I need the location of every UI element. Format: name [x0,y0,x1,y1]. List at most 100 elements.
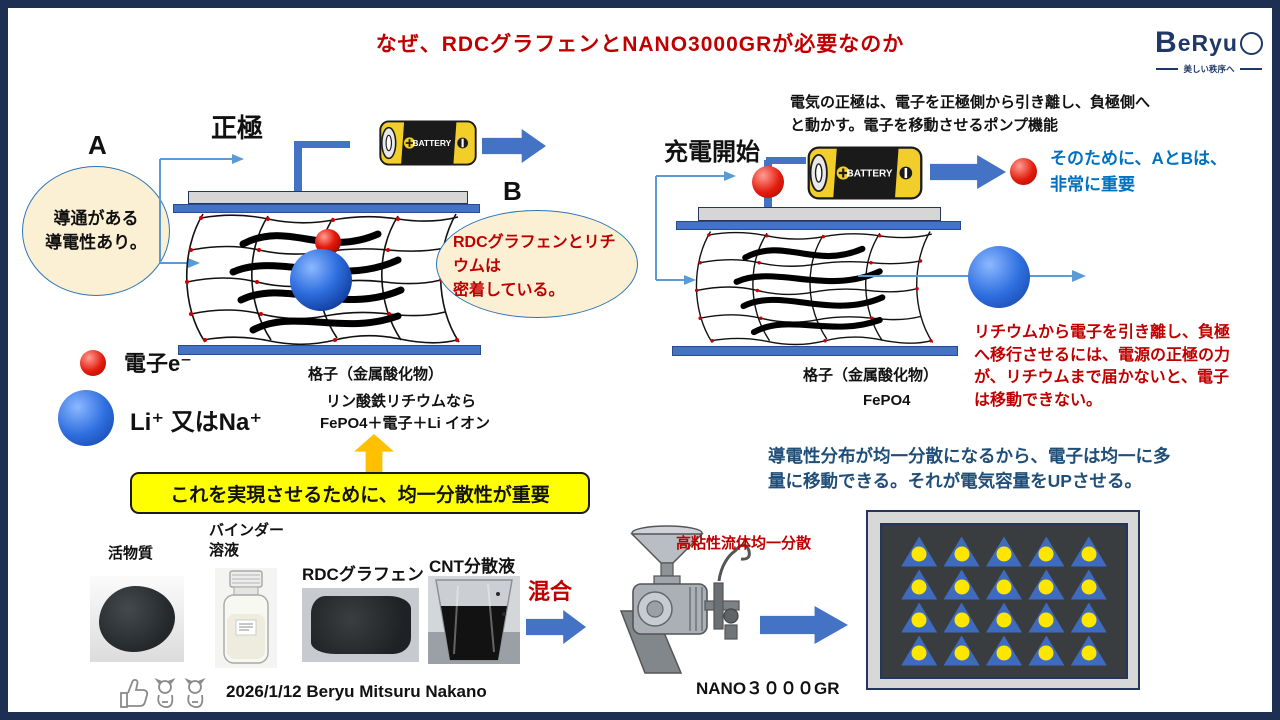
barrier-note: リチウムから電子を引き離し、負極 へ移行させるには、電源の正極の力 が、リチウム… [974,322,1272,413]
label-a: A [88,130,107,160]
wire-right-horizontal [766,157,806,164]
battery-left-label: BATTERY [412,138,451,148]
positive-electrode-label: 正極 [211,113,264,143]
binder-line2: 溶液 [209,542,240,560]
dispersed-particle [901,536,938,567]
battery-icon-right: BATTERY [807,146,923,200]
conclusion-line1: 導電性分布が均一分散になるから、電子は均一に多 [768,446,1171,466]
formula: FePO4＋電子＋Li イオン [320,415,491,432]
formula-intro: リン酸鉄リチウムなら [326,393,477,410]
powder-blob [99,586,175,652]
electrode-plate-bottom-left [178,345,481,355]
page-title: なぜ、RDCグラフェンとNANO3000GRが必要なのか [375,33,905,56]
dispersed-particle [1070,602,1107,633]
machine-name: NANO３０００GR [696,679,840,698]
dispersion-panel [866,510,1140,690]
arrow-battery-right [930,155,1006,189]
label-b: B [503,176,522,206]
logo-tagline: 美しい秩序へ [1183,64,1235,74]
pump-note-line1: 電気の正極は、電子を正極側から引き離し、負極側へ [790,94,1151,111]
dispersed-particle [943,635,980,666]
electron-sphere-in-lattice [315,229,341,255]
exiting-ion-sphere [968,246,1030,308]
conclusion-note: 導電性分布が均一分散になるから、電子は均一に多 量に移動できる。それが電気容量を… [768,444,1171,494]
importance-line2: 非常に重要 [1050,174,1135,194]
photo-cnt-dispersion [428,576,520,664]
arrow-battery-left [482,129,546,163]
conclusion-line2: 量に移動できる。それが電気容量をUPさせる。 [768,470,1142,491]
credit-line: 2026/1/12 Beryu Mitsuru Nakano [226,682,487,701]
legend-ion-sphere [58,390,114,446]
bubble-b-line1: RDCグラフェンとリチウムは [453,234,616,275]
dispersed-particle [1070,635,1107,666]
lattice-drawing-right [694,231,934,346]
electrode-plate-top-blue-left [173,204,480,213]
ion-sphere-in-lattice [290,249,352,311]
importance-line1: そのために、AとBは、 [1050,149,1228,168]
lattice-formula-right: FePO4 [863,392,911,409]
pump-note-line2: と動かす。電子を移動させるポンプ機能 [790,116,1059,134]
lattice-caption-right: 格子（金属酸化物） [803,367,939,384]
dispersed-particle [985,635,1022,666]
barrier-note-line1: リチウムから電子を引き離し、負極 [974,324,1231,341]
dispersion-panel-inner [880,523,1128,679]
ion-exit-arrow [858,270,1086,282]
tagline-rule-left [1156,68,1179,70]
importance-note: そのために、AとBは、 非常に重要 [1050,146,1227,197]
lattice-drawing-left [185,213,460,346]
logo-circle-icon [1239,31,1263,55]
binder-line1: バインダー [209,522,285,539]
graphene-blob [310,596,411,654]
bubble-a-line1: 導通がある [53,209,139,229]
dispersed-particle [1028,602,1065,633]
mix-label: 混合 [528,579,573,604]
footer-icons [120,678,206,708]
lattice-caption-left: 格子（金属酸化物） [308,366,444,383]
bubble-b: RDCグラフェンとリチウムは 密着している。 [436,210,638,318]
material-label-cnt: CNT分散液 [429,557,515,576]
logo-letter: B [1155,26,1178,59]
dispersed-particle [943,602,980,633]
electrode-plate-bottom-right [672,346,958,356]
dispersed-particle [985,569,1022,600]
dispersed-particle [985,602,1022,633]
legend-electron-sphere [80,350,106,376]
cat-icon-1 [154,678,176,708]
barrier-note-line4: は移動できない。 [974,392,1103,410]
wire-left-horizontal [294,141,350,148]
photo-active-material [90,576,184,662]
photo-rdc-graphene [302,588,419,662]
key-message-box: これを実現させるために、均一分散性が重要 [130,472,590,514]
charge-heading: 充電開始 [664,139,760,166]
dispersed-particle [1028,536,1065,567]
dispersion-grid [882,525,1126,677]
battery-right-label: BATTERY [847,169,893,180]
legend-ion-label: Li⁺ 又はNa⁺ [130,409,263,436]
legend-electron-label: 電子e⁻ [124,351,192,376]
cat-icon-2 [184,678,206,708]
electron-pulled-out [1010,158,1037,185]
bubble-a: 導通がある 導電性あり。 [22,166,170,296]
electrode-plate-top-gray-left [188,191,468,204]
barrier-note-line3: が、リチウムまで届かないと、電子 [974,369,1230,387]
battery-icon-left: BATTERY [379,120,477,166]
bubble-b-line2: 密着している。 [453,282,565,299]
photo-binder-bottle [215,568,277,668]
dispersed-particle [1028,569,1065,600]
dispersed-particle [901,635,938,666]
bubble-a-line2: 導電性あり。 [45,233,147,252]
dispersed-particle [943,536,980,567]
electrode-plate-top-blue-right [676,221,961,230]
dispersed-particle [901,569,938,600]
bracket-arrows-left [159,154,244,268]
barrier-note-line2: へ移行させるには、電源の正極の力 [974,346,1231,364]
dispersed-particle [1028,635,1065,666]
arrow-to-result [760,606,848,644]
tagline-rule-right [1239,68,1262,70]
dispersed-particle [901,602,938,633]
arrow-mix [526,610,586,644]
material-label-active: 活物質 [108,545,154,562]
dispersed-particle [943,569,980,600]
